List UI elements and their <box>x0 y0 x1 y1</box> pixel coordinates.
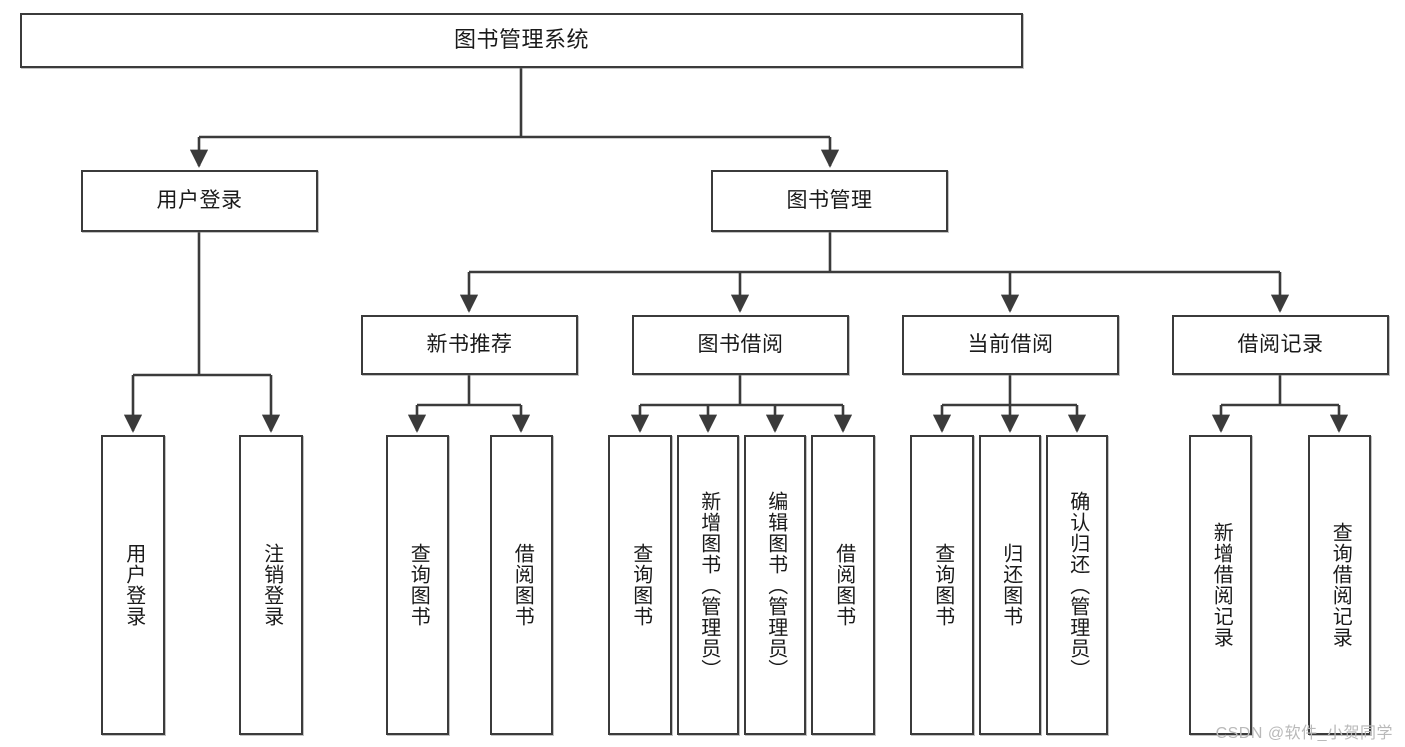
leaf-label: 归还图书 <box>999 543 1022 627</box>
leaf-label: 查询图书 <box>629 543 652 627</box>
node-new-book-recommend[interactable]: 新书推荐 <box>361 315 578 375</box>
node-new-book-recommend-label: 新书推荐 <box>426 333 513 357</box>
leaf-new-book-borrow[interactable]: 借阅图书 <box>490 435 553 735</box>
node-borrow-record-label: 借阅记录 <box>1237 333 1324 357</box>
node-book-management[interactable]: 图书管理 <box>711 170 948 232</box>
leaf-label: 用户登录 <box>122 543 145 627</box>
csdn-watermark: CSDN @软件_小贺同学 <box>1215 725 1393 742</box>
leaf-current-borrow-confirm[interactable]: 确认归还（管理员） <box>1046 435 1108 735</box>
leaf-label: 查询图书 <box>931 543 954 627</box>
leaf-book-borrow-query[interactable]: 查询图书 <box>608 435 672 735</box>
leaf-label: 查询借阅记录 <box>1329 522 1352 648</box>
node-current-borrow[interactable]: 当前借阅 <box>902 315 1119 375</box>
node-borrow-record[interactable]: 借阅记录 <box>1172 315 1389 375</box>
node-root[interactable]: 图书管理系统 <box>20 13 1023 68</box>
leaf-borrow-record-query[interactable]: 查询借阅记录 <box>1308 435 1371 735</box>
node-book-borrow-label: 图书借阅 <box>697 333 784 357</box>
node-user-login[interactable]: 用户登录 <box>81 170 318 232</box>
leaf-current-borrow-return[interactable]: 归还图书 <box>979 435 1041 735</box>
leaf-label: 新增借阅记录 <box>1210 522 1233 648</box>
leaf-label: 新增图书（管理员） <box>697 490 720 680</box>
leaf-current-borrow-query[interactable]: 查询图书 <box>910 435 974 735</box>
leaf-book-borrow-edit[interactable]: 编辑图书（管理员） <box>744 435 806 735</box>
node-book-borrow[interactable]: 图书借阅 <box>632 315 849 375</box>
leaf-label: 借阅图书 <box>832 543 855 627</box>
leaf-label: 编辑图书（管理员） <box>764 490 787 680</box>
leaf-label: 注销登录 <box>260 543 283 627</box>
node-current-borrow-label: 当前借阅 <box>967 333 1054 357</box>
leaf-user-login-login[interactable]: 用户登录 <box>101 435 165 735</box>
leaf-label: 借阅图书 <box>511 543 534 627</box>
leaf-new-book-query[interactable]: 查询图书 <box>386 435 449 735</box>
leaf-borrow-record-add[interactable]: 新增借阅记录 <box>1189 435 1252 735</box>
leaf-book-borrow-add[interactable]: 新增图书（管理员） <box>677 435 739 735</box>
leaf-book-borrow-borrow[interactable]: 借阅图书 <box>811 435 875 735</box>
leaf-label: 确认归还（管理员） <box>1066 490 1089 680</box>
leaf-label: 查询图书 <box>407 543 430 627</box>
node-root-label: 图书管理系统 <box>453 27 589 53</box>
leaf-user-login-logout[interactable]: 注销登录 <box>239 435 303 735</box>
node-user-login-label: 用户登录 <box>156 189 243 213</box>
node-book-management-label: 图书管理 <box>786 189 873 213</box>
